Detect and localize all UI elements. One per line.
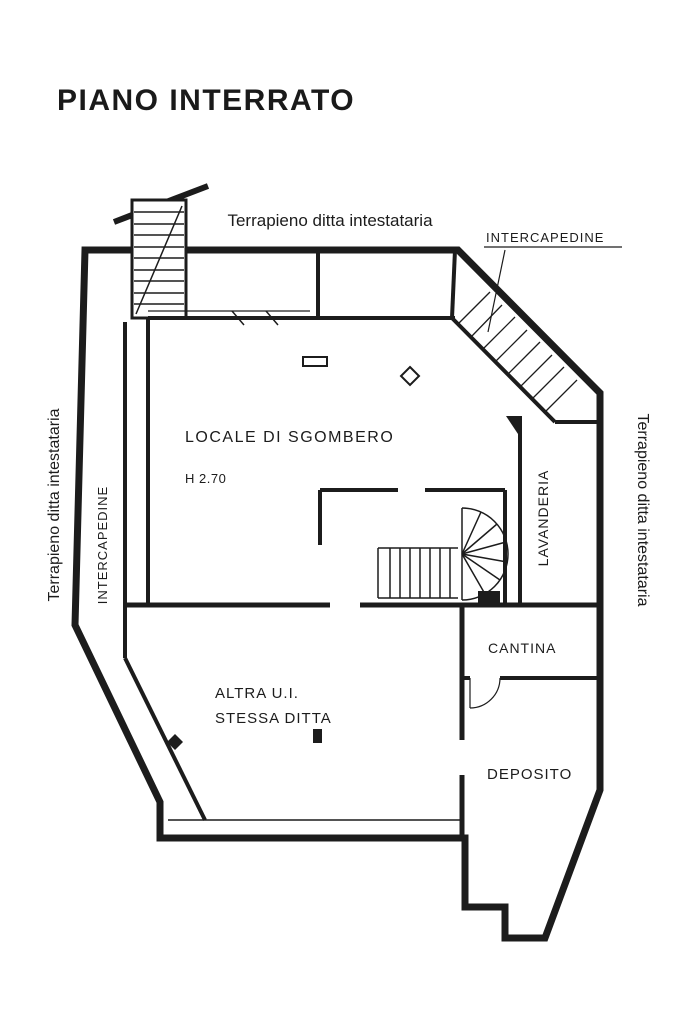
label-terrapieno-right: Terrapieno ditta intestataria <box>634 414 651 607</box>
outer-walls <box>71 246 604 942</box>
label-lavanderia: LAVANDERIA <box>535 470 551 567</box>
label-intercapedine-left: INTERCAPEDINE <box>95 486 110 604</box>
label-altra-ui-line1: ALTRA U.I. <box>215 685 299 702</box>
leader-lines <box>484 246 622 333</box>
label-intercapedine-top: INTERCAPEDINE <box>486 230 604 245</box>
label-room-height: H 2.70 <box>185 471 226 486</box>
intercapedine-hatching <box>457 291 578 413</box>
label-terrapieno-top: Terrapieno ditta intestataria <box>227 211 433 230</box>
page-title: PIANO INTERRATO <box>57 84 356 117</box>
pillars-and-details <box>167 356 522 750</box>
staircase-top-left <box>112 183 210 320</box>
label-terrapieno-left: Terrapieno ditta intestataria <box>46 408 63 601</box>
window-ticks <box>231 310 279 326</box>
label-locale-di-sgombero: LOCALE DI SGOMBERO <box>185 429 394 446</box>
spiral-staircase <box>377 507 509 601</box>
interior-walls <box>123 249 600 838</box>
lavanderia-door-leaf <box>506 416 522 440</box>
label-cantina: CANTINA <box>488 640 556 656</box>
label-altra-ui-line2: STESSA DITTA <box>215 710 332 727</box>
label-deposito: DEPOSITO <box>487 766 572 783</box>
